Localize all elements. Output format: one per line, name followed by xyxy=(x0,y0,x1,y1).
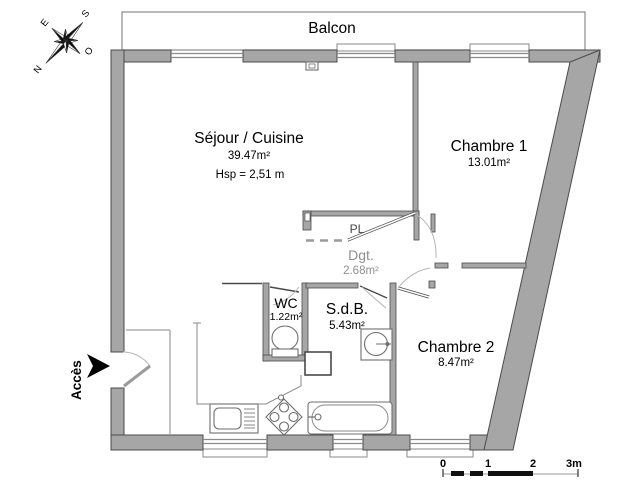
sejour-area: 39.47m² xyxy=(228,150,270,162)
wall-placard-right xyxy=(413,210,420,241)
scale-label-0: 0 xyxy=(440,458,446,470)
bottom-window-sill-1 xyxy=(202,448,268,458)
windows xyxy=(171,52,529,445)
sdb-door-leaf xyxy=(359,285,388,299)
wc-area: 1.22m² xyxy=(270,311,303,323)
sejour-ceiling-height: Hsp = 2,51 m xyxy=(216,169,285,181)
chambre2-area: 8.47m² xyxy=(438,357,474,369)
top-wall-segment xyxy=(394,49,471,63)
chambre2-name: Chambre 2 xyxy=(418,339,495,356)
bottom-wall-segment xyxy=(110,434,204,451)
scale-solid-segment xyxy=(488,471,533,476)
hob-burner xyxy=(288,411,299,423)
access-arrow-icon xyxy=(87,354,110,378)
interior-walls xyxy=(222,61,527,436)
wall-stub-chambre2-door xyxy=(428,280,436,289)
placard-label: PL xyxy=(350,222,365,236)
bathtub-outline xyxy=(307,401,393,435)
chambre1-door-leaf-core xyxy=(347,212,416,241)
bottom-wall-segment xyxy=(362,434,411,451)
access-label: Accès xyxy=(69,360,84,400)
top-window-3 xyxy=(470,52,529,59)
wall-chambres-divider-a xyxy=(434,262,449,269)
left-wall-upper xyxy=(110,49,125,353)
toilet-bowl xyxy=(271,325,299,351)
sdb-door-arc xyxy=(361,286,387,309)
top-wall-segment xyxy=(242,49,338,63)
bottom-window-2 xyxy=(333,438,363,445)
entry-annotation: Accès xyxy=(69,354,110,400)
scale-label-3m: 3m xyxy=(566,458,582,470)
chambre1-name: Chambre 1 xyxy=(451,138,528,155)
chambre1-area: 13.01m² xyxy=(468,157,510,169)
kitchen-counter-left xyxy=(126,329,171,434)
bottom-window-sill-3 xyxy=(406,448,474,458)
scale-dash xyxy=(470,471,483,476)
wc-door-leaf xyxy=(269,286,300,293)
chambre2-door-leaf-core xyxy=(397,287,430,298)
hob-knob xyxy=(277,394,285,401)
bathtub-inner xyxy=(311,404,389,432)
entry-door-arc xyxy=(122,351,151,367)
bottom-window-3 xyxy=(410,438,470,445)
scale-dash xyxy=(451,471,464,476)
sejour-name: Séjour / Cuisine xyxy=(194,130,303,147)
kitchen-counter-edge xyxy=(193,322,302,405)
wall-placard-top xyxy=(302,210,420,217)
duct-shaft xyxy=(304,351,332,376)
wall-chambres-divider-b xyxy=(461,262,527,269)
hob xyxy=(265,398,303,436)
bathtub-tap xyxy=(314,413,322,421)
top-window-sill-1 xyxy=(336,43,396,52)
kitchen-fixtures xyxy=(126,322,303,436)
compass-rose: E S O N xyxy=(32,8,96,76)
scale-label-2: 2 xyxy=(530,458,536,470)
wall-wc-left xyxy=(262,282,270,362)
top-window-1 xyxy=(171,52,243,59)
bathroom-fixtures xyxy=(271,325,393,435)
chambre1-door-arc xyxy=(416,214,437,259)
room-labels: Séjour / Cuisine 39.47m² Hsp = 2,51 m Ch… xyxy=(194,130,527,369)
top-window-2 xyxy=(337,52,395,59)
toilet-tank xyxy=(271,348,299,358)
degagement-area: 2.68m² xyxy=(343,265,379,277)
bottom-window-sill-2 xyxy=(329,448,368,458)
doors xyxy=(122,211,437,388)
left-wall-lower xyxy=(110,387,125,436)
entry-door-leaf xyxy=(123,364,151,388)
sdb-area: 5.43m² xyxy=(329,320,365,332)
compass-letter-o: O xyxy=(83,45,96,58)
hob-burner xyxy=(278,402,290,413)
compass-letter-s: S xyxy=(80,8,93,20)
chambre2-door-arc xyxy=(398,267,431,288)
bottom-wall-segment xyxy=(266,434,334,451)
scale-bar: 0 1 2 3m xyxy=(440,458,582,477)
top-window-sill-2 xyxy=(469,43,530,52)
bottom-window-1 xyxy=(203,438,267,445)
hob-burner xyxy=(278,421,290,432)
wall-sdb-top xyxy=(305,282,359,289)
slanted-right-wall xyxy=(483,49,601,451)
scale-label-1: 1 xyxy=(485,458,491,470)
window-sills xyxy=(202,43,530,458)
placard-notch xyxy=(304,212,311,222)
hob-burner xyxy=(269,411,280,423)
compass-letter-e: E xyxy=(39,17,52,29)
wc-door-arc xyxy=(272,286,300,306)
wc-name: WC xyxy=(274,295,297,311)
sdb-name: S.d.B. xyxy=(326,301,368,318)
washbasin-drain xyxy=(385,342,390,346)
compass-star xyxy=(45,22,83,64)
wall-stub-hallway xyxy=(430,213,436,233)
balcony-label: Balcon xyxy=(308,20,355,37)
wall-wc-right xyxy=(301,282,309,356)
exterior-walls xyxy=(110,49,601,451)
degagement-name: Dgt. xyxy=(348,247,374,263)
wall-sejour-chambre1 xyxy=(412,61,419,212)
compass-letter-n: N xyxy=(32,64,45,76)
sink-bowl xyxy=(213,407,242,430)
wall-vent-inner xyxy=(308,63,316,69)
sink-drainer xyxy=(244,408,255,429)
